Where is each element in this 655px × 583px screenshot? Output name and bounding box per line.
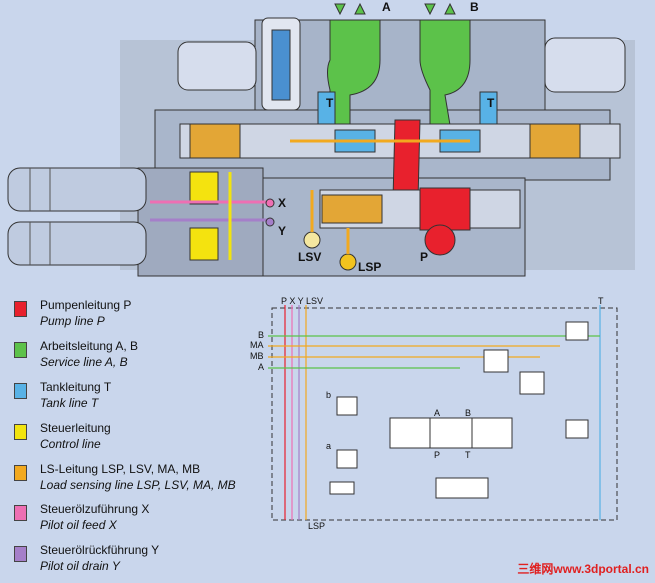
ls-v-label: LSV bbox=[298, 250, 322, 264]
arrow-down-icon bbox=[334, 3, 346, 16]
pump-channel bbox=[392, 119, 421, 201]
ls-p-label: LSP bbox=[358, 260, 382, 274]
legend-item-ls-line: LS-Leitung LSP, LSV, MA, MB Load sensing… bbox=[12, 462, 252, 498]
pilot-valve-a bbox=[336, 449, 358, 469]
port-b-label: B bbox=[470, 0, 479, 14]
legend-label-de: Pumpenleitung P bbox=[40, 298, 132, 312]
left-fitting bbox=[177, 41, 257, 91]
legend-label-de: Tankleitung T bbox=[40, 380, 112, 394]
schematic-a-label: A bbox=[434, 408, 441, 418]
port-y-label: Y bbox=[278, 224, 287, 238]
legend-item-tank-line: Tankleitung T Tank line T bbox=[12, 380, 252, 416]
legend-label-de: Steuerölzuführung X bbox=[40, 502, 150, 516]
legend-label-en: Control line bbox=[40, 437, 101, 451]
pilot-valve-yellow bbox=[189, 171, 219, 205]
schematic-p-label: P bbox=[434, 450, 441, 460]
check-valve bbox=[329, 481, 355, 495]
port-t-right-label: T bbox=[487, 96, 495, 110]
relief-valve bbox=[483, 349, 509, 373]
schematic-port-b: B bbox=[258, 330, 265, 340]
schematic-frame bbox=[271, 307, 618, 521]
relief-valve bbox=[519, 371, 545, 395]
schematic-port-a: A bbox=[258, 362, 265, 372]
legend-swatch bbox=[14, 546, 27, 562]
lower-spring bbox=[321, 194, 383, 224]
legend-label-en: Service line A, B bbox=[40, 355, 128, 369]
legend-item-service-line: Arbeitsleitung A, B Service line A, B bbox=[12, 339, 252, 375]
arrow-up-icon bbox=[354, 2, 366, 15]
schematic-top-ports: P X Y LSV bbox=[281, 296, 324, 306]
legend-item-pilot-drain: Steuerölrückführung Y Pilot oil drain Y bbox=[12, 543, 252, 579]
legend-swatch bbox=[14, 342, 27, 358]
legend-label-de: Steuerölrückführung Y bbox=[40, 543, 160, 557]
pump-chamber bbox=[419, 187, 471, 231]
pilot-valve-b bbox=[336, 396, 358, 416]
legend-label-de: Steuerleitung bbox=[40, 421, 111, 435]
right-fitting bbox=[544, 37, 626, 93]
solenoid-upper bbox=[7, 167, 147, 212]
shuttle-valve bbox=[565, 419, 589, 439]
legend-item-control-line: Steuerleitung Control line bbox=[12, 421, 252, 457]
compensator-spool bbox=[271, 29, 291, 101]
legend-item-pump-line: Pumpenleitung P Pump line P bbox=[12, 298, 252, 334]
compensator-symbol bbox=[435, 477, 489, 499]
schematic-t-lower: T bbox=[465, 450, 471, 460]
hydraulic-schematic bbox=[268, 305, 618, 521]
port-t-left-label: T bbox=[326, 96, 334, 110]
schematic-t-label: T bbox=[598, 296, 604, 306]
legend-label-de: LS-Leitung LSP, LSV, MA, MB bbox=[40, 462, 201, 476]
schematic-b-label: B bbox=[465, 408, 472, 418]
schematic-port-ma: MA bbox=[250, 340, 264, 350]
ls-p-port bbox=[339, 253, 357, 271]
shuttle-valve bbox=[565, 321, 589, 341]
main-valve-symbol bbox=[389, 417, 513, 449]
schematic-lsp: LSP bbox=[308, 521, 326, 531]
legend-label-en: Tank line T bbox=[40, 396, 99, 410]
spring-right bbox=[529, 123, 581, 159]
legend-label-en: Pump line P bbox=[40, 314, 105, 328]
legend-item-pilot-feed: Steuerölzuführung X Pilot oil feed X bbox=[12, 502, 252, 538]
legend-label-en: Pilot oil drain Y bbox=[40, 559, 120, 573]
pump-port-p bbox=[424, 224, 456, 256]
pilot-valve-yellow bbox=[189, 227, 219, 261]
port-p-label: P bbox=[420, 250, 429, 264]
spring-left bbox=[189, 123, 241, 159]
legend-swatch bbox=[14, 383, 27, 399]
port-y-dot bbox=[265, 217, 275, 227]
legend-swatch bbox=[14, 424, 27, 440]
port-x-label: X bbox=[278, 196, 287, 210]
legend-label-en: Pilot oil feed X bbox=[40, 518, 117, 532]
solenoid-lower bbox=[7, 221, 147, 266]
watermark: 三维网www.3dportal.cn bbox=[517, 562, 649, 576]
schematic-sol-b: b bbox=[326, 390, 332, 400]
schematic-port-mb: MB bbox=[250, 351, 264, 361]
legend-swatch bbox=[14, 505, 27, 521]
legend-swatch bbox=[14, 301, 27, 317]
arrow-down-icon bbox=[424, 3, 436, 16]
port-x-dot bbox=[265, 198, 275, 208]
legend-swatch bbox=[14, 465, 27, 481]
legend-label-en: Load sensing line LSP, LSV, MA, MB bbox=[40, 478, 236, 492]
ls-v-port bbox=[303, 231, 321, 249]
port-a-label: A bbox=[382, 0, 391, 14]
legend-label-de: Arbeitsleitung A, B bbox=[40, 339, 139, 353]
valve-section bbox=[7, 2, 635, 277]
schematic-sol-a: a bbox=[326, 441, 332, 451]
arrow-up-icon bbox=[444, 2, 456, 15]
